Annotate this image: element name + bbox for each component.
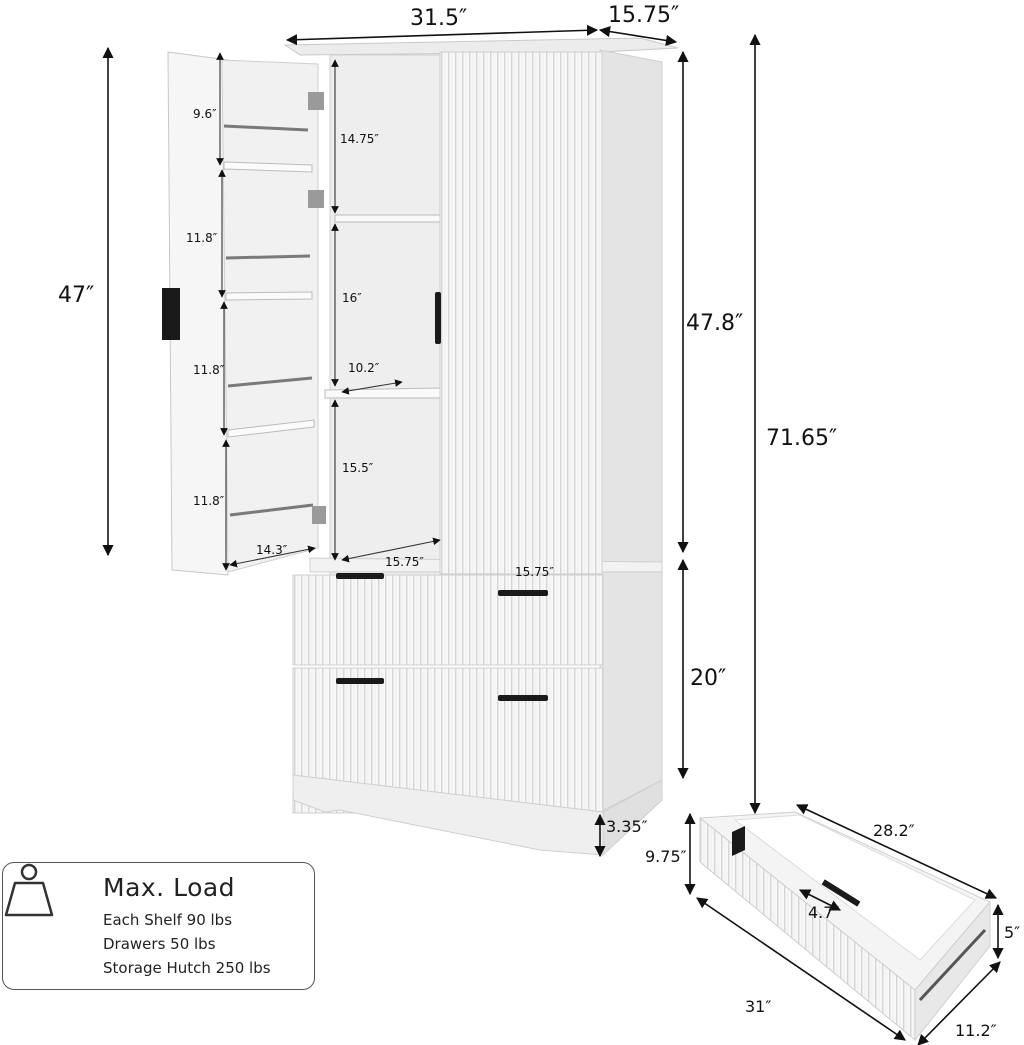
left-door-handle <box>162 288 180 340</box>
dim-shelf-depth: 10.2″ <box>348 361 380 375</box>
drawer-bottom-handle-1 <box>336 678 384 684</box>
dim-drawer-front-width: 31″ <box>745 997 771 1016</box>
cabinet-interior <box>329 54 443 576</box>
dim-drawer-inner-height: 5″ <box>1004 923 1020 942</box>
dim-door-shelf-3: 11.8″ <box>193 363 225 377</box>
dim-door-shelf-width: 14.3″ <box>256 543 288 557</box>
dim-overall-depth: 15.75″ <box>608 3 679 28</box>
max-load-storage-hutch: Storage Hutch 250 lbs <box>103 959 271 977</box>
drawer-top <box>292 574 604 666</box>
dimension-lines <box>102 24 1004 1045</box>
interior-shelf-1 <box>334 214 441 223</box>
dimension-labels: 31.5″ 15.75″ 47″ 47.8″ 71.65″ 20″ 3.35″ … <box>58 3 1020 1040</box>
interior-shelf-2 <box>324 387 441 399</box>
max-load-panel: Max. Load Each Shelf 90 lbs Drawers 50 l… <box>2 862 315 990</box>
dim-cabinet-inner-width: 15.75″ <box>515 565 554 579</box>
dim-base-height: 20″ <box>690 666 726 691</box>
door-racks <box>223 124 314 517</box>
right-door-handle <box>435 292 441 344</box>
dim-drawer-length: 28.2″ <box>873 821 915 840</box>
dim-door-shelf-2: 11.8″ <box>186 231 218 245</box>
dim-cabinet-middle: 16″ <box>342 291 362 305</box>
max-load-drawers: Drawers 50 lbs <box>103 935 216 953</box>
dim-drawer-height: 9.75″ <box>645 847 687 866</box>
dim-door-shelf-top: 9.6″ <box>193 107 217 121</box>
drawer-top-handle-1 <box>336 573 384 579</box>
max-load-each-shelf: Each Shelf 90 lbs <box>103 911 233 929</box>
right-door <box>439 51 603 575</box>
dim-overall-height: 71.65″ <box>766 426 837 451</box>
dim-door-shelf-4: 11.8″ <box>193 494 225 508</box>
dim-door-height: 47″ <box>58 283 94 308</box>
dim-foot-height: 3.35″ <box>606 817 648 836</box>
left-door-edge <box>167 51 229 576</box>
drawer-detail-drawing <box>698 811 991 1042</box>
dim-cabinet-inner-depth: 15.75″ <box>385 555 424 569</box>
cabinet-drawing <box>162 37 679 857</box>
dim-drawer-depth: 11.2″ <box>955 1021 997 1040</box>
side-panel <box>599 49 663 813</box>
dim-hutch-height: 47.8″ <box>686 311 743 336</box>
dim-cabinet-top: 14.75″ <box>340 132 379 146</box>
weight-icon <box>4 863 54 917</box>
dim-cabinet-bottom: 15.5″ <box>342 461 374 475</box>
left-door-inner <box>221 59 319 573</box>
max-load-title: Max. Load <box>103 873 236 902</box>
drawer-top-handle-2 <box>498 590 548 596</box>
dim-overall-width: 31.5″ <box>410 6 467 31</box>
door-shelves <box>223 161 315 438</box>
drawer-bottom-handle-2 <box>498 695 548 701</box>
dim-drawer-handle: 4.7″ <box>808 903 839 922</box>
hinges <box>308 92 326 524</box>
